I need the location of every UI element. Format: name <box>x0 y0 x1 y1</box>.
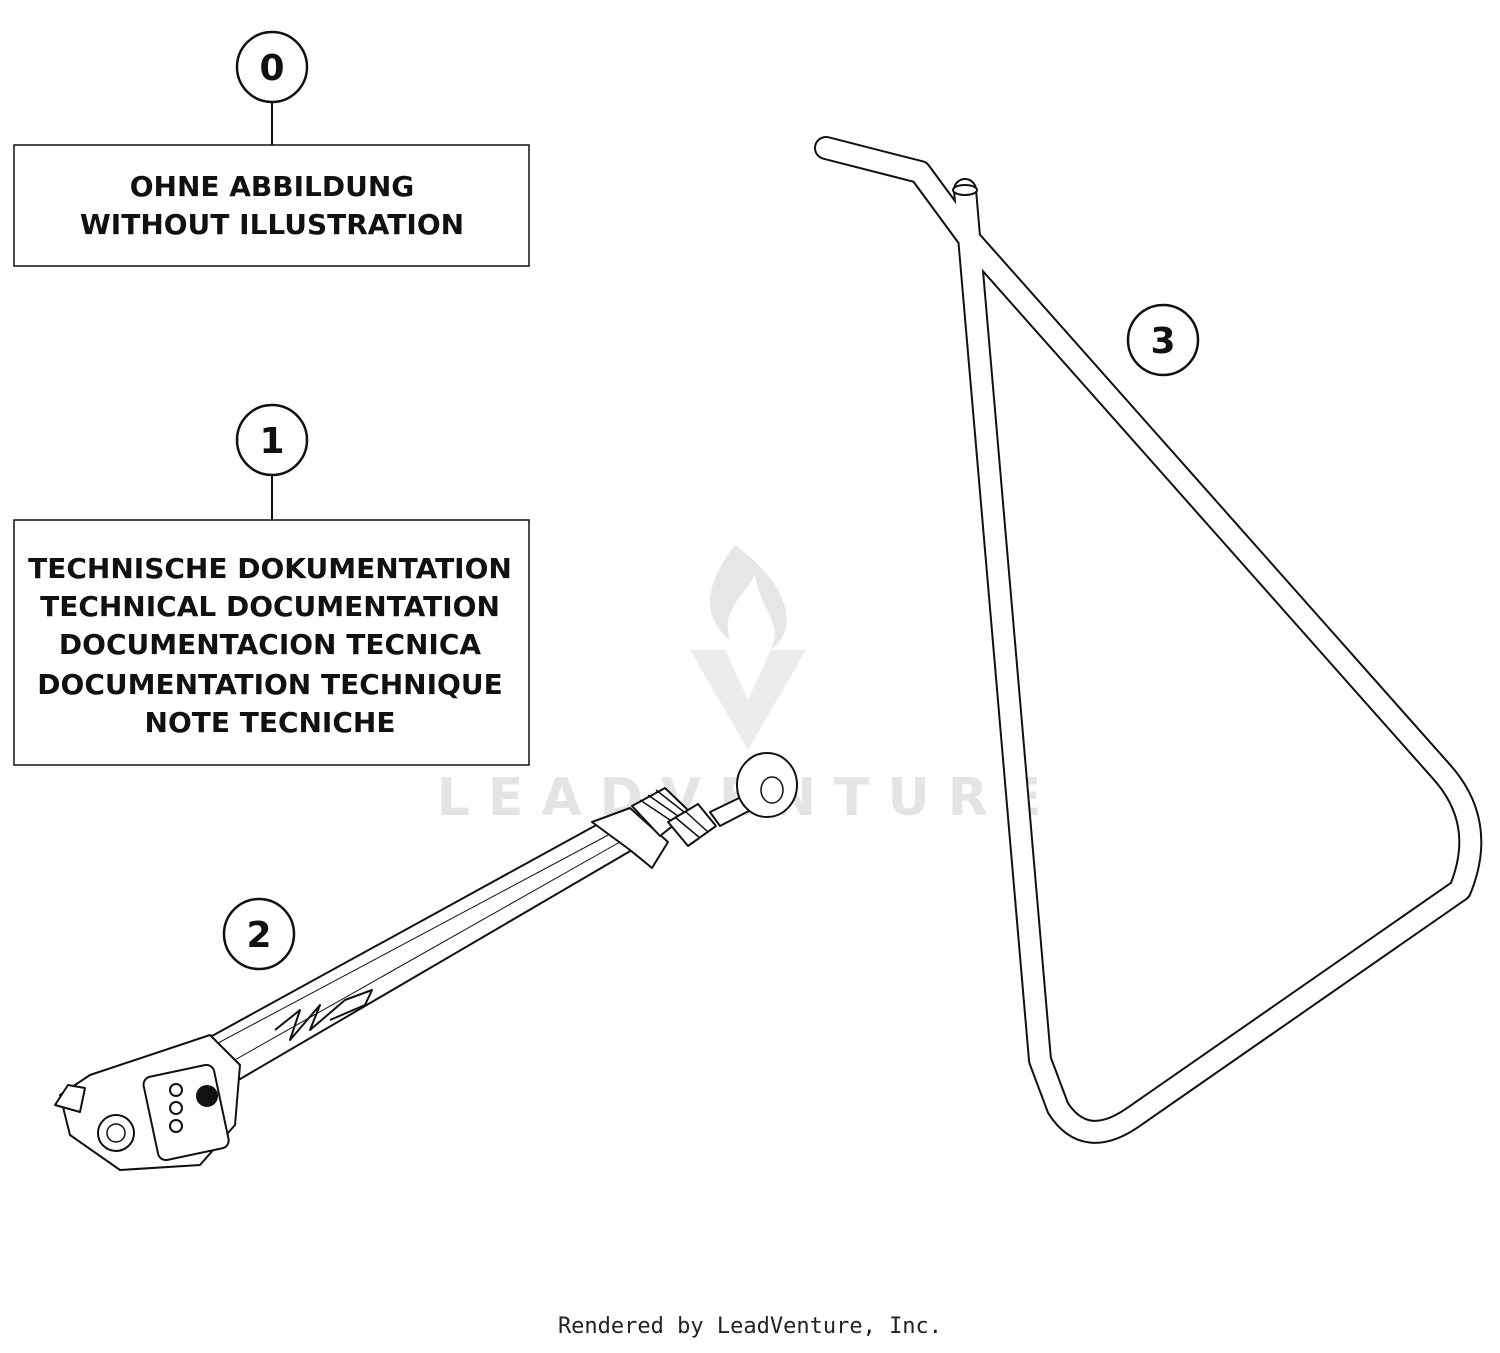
box0-line-2: WITHOUT ILLUSTRATION <box>80 208 464 241</box>
box1-line-3: DOCUMENTACION TECNICA <box>59 628 481 661</box>
callout-1-label: 1 <box>259 421 284 462</box>
wp-logo <box>274 989 373 1041</box>
box1-line-4: DOCUMENTATION TECHNIQUE <box>37 668 502 701</box>
box0-line-1: OHNE ABBILDUNG <box>130 170 415 203</box>
side-stand-tube-outer <box>814 136 1483 1144</box>
side-stand-tube-end <box>952 184 978 196</box>
pump-collar <box>591 807 669 869</box>
side-stand-tube-inner <box>816 138 1481 1142</box>
pump-fitting-2 <box>667 803 717 847</box>
callout-3-label: 3 <box>1150 321 1175 362</box>
callout-0[interactable]: 0 <box>235 30 309 104</box>
callout-1[interactable]: 1 <box>235 403 309 477</box>
shock-pump-illustration[interactable] <box>54 752 798 1171</box>
flame-logo <box>710 545 787 650</box>
footer-credit: Rendered by LeadVenture, Inc. <box>557 1314 943 1339</box>
callout-2[interactable]: 2 <box>222 897 296 971</box>
no-illustration-box: OHNE ABBILDUNG WITHOUT ILLUSTRATION <box>13 144 530 267</box>
technical-documentation-box: TECHNISCHE DOKUMENTATION TECHNICAL DOCUM… <box>13 519 530 766</box>
v-logo <box>690 650 806 750</box>
box1-line-2: TECHNICAL DOCUMENTATION <box>40 590 500 623</box>
callout-2-label: 2 <box>246 915 271 956</box>
pump-barrel <box>149 822 633 1083</box>
callout-0-label: 0 <box>259 48 284 89</box>
side-stand-illustration[interactable] <box>814 136 1483 1144</box>
box1-line-1: TECHNISCHE DOKUMENTATION <box>28 552 512 585</box>
box1-line-5: NOTE TECNICHE <box>145 706 396 739</box>
callout-3[interactable]: 3 <box>1126 303 1200 377</box>
